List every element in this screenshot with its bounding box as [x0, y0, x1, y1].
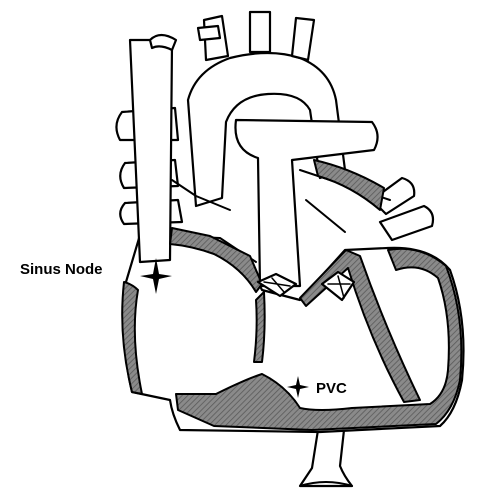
interventricular-septum — [299, 249, 421, 403]
sinus-node-label: Sinus Node — [20, 261, 103, 278]
sinus-node-star-icon — [140, 258, 172, 294]
pvc-star-icon — [287, 376, 309, 398]
pvc-label: PVC — [316, 380, 347, 397]
inferior-vena-cava — [298, 428, 354, 488]
right-atrial-wall — [121, 281, 143, 395]
pvc-annotation: PVC — [287, 376, 347, 398]
pulmonary-trunk — [234, 118, 379, 288]
pulmonary-veins-right — [370, 176, 435, 242]
valves — [256, 270, 356, 302]
ventricular-wall — [175, 247, 463, 431]
sinus-node-annotation: Sinus Node — [20, 258, 172, 294]
septal-wall-strip — [253, 291, 266, 363]
atrial-wall-right — [169, 227, 263, 293]
superior-vena-cava — [128, 33, 178, 264]
aorta — [186, 10, 347, 208]
atrial-wall-left — [313, 159, 385, 211]
